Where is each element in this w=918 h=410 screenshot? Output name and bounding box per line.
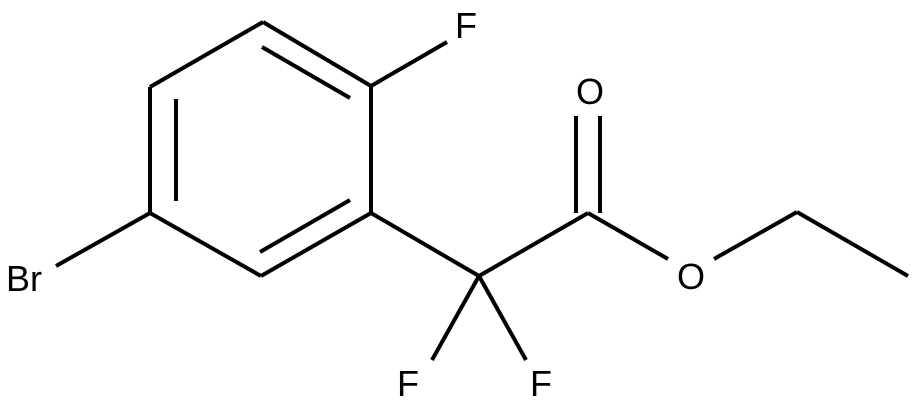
atom-label-fluorine-left: F: [397, 363, 419, 404]
bond-cf2-f-left: [430, 275, 481, 361]
ring-bond-1: [149, 20, 264, 89]
ring-double-bond-inner-2: [260, 45, 352, 100]
atom-label-bromine: Br: [6, 258, 42, 299]
bond-ch2-ch3: [796, 210, 909, 278]
bond-ring-bromine: [55, 211, 151, 268]
ring-bond-2: [261, 20, 373, 88]
atom-label-carbonyl-oxygen: O: [576, 71, 604, 112]
bond-cf2-carbonyl: [477, 211, 590, 278]
ring-bond-4: [260, 211, 372, 278]
atom-label-ester-oxygen: O: [677, 256, 705, 297]
atom-label-fluorine-right: F: [530, 363, 552, 404]
benzene-ring: [148, 20, 373, 278]
bond-ring-cf2: [369, 211, 481, 278]
atom-label-fluorine-ring: F: [455, 5, 477, 46]
bond-ester-o-ch2: [713, 210, 798, 261]
bond-carbonyl-ester-o: [587, 211, 669, 261]
ring-double-bond-inner-3: [258, 198, 352, 254]
bond-cf2-f-right: [477, 275, 528, 361]
ring-bond-5: [149, 211, 262, 278]
bond-ring-fluorine: [369, 40, 449, 88]
